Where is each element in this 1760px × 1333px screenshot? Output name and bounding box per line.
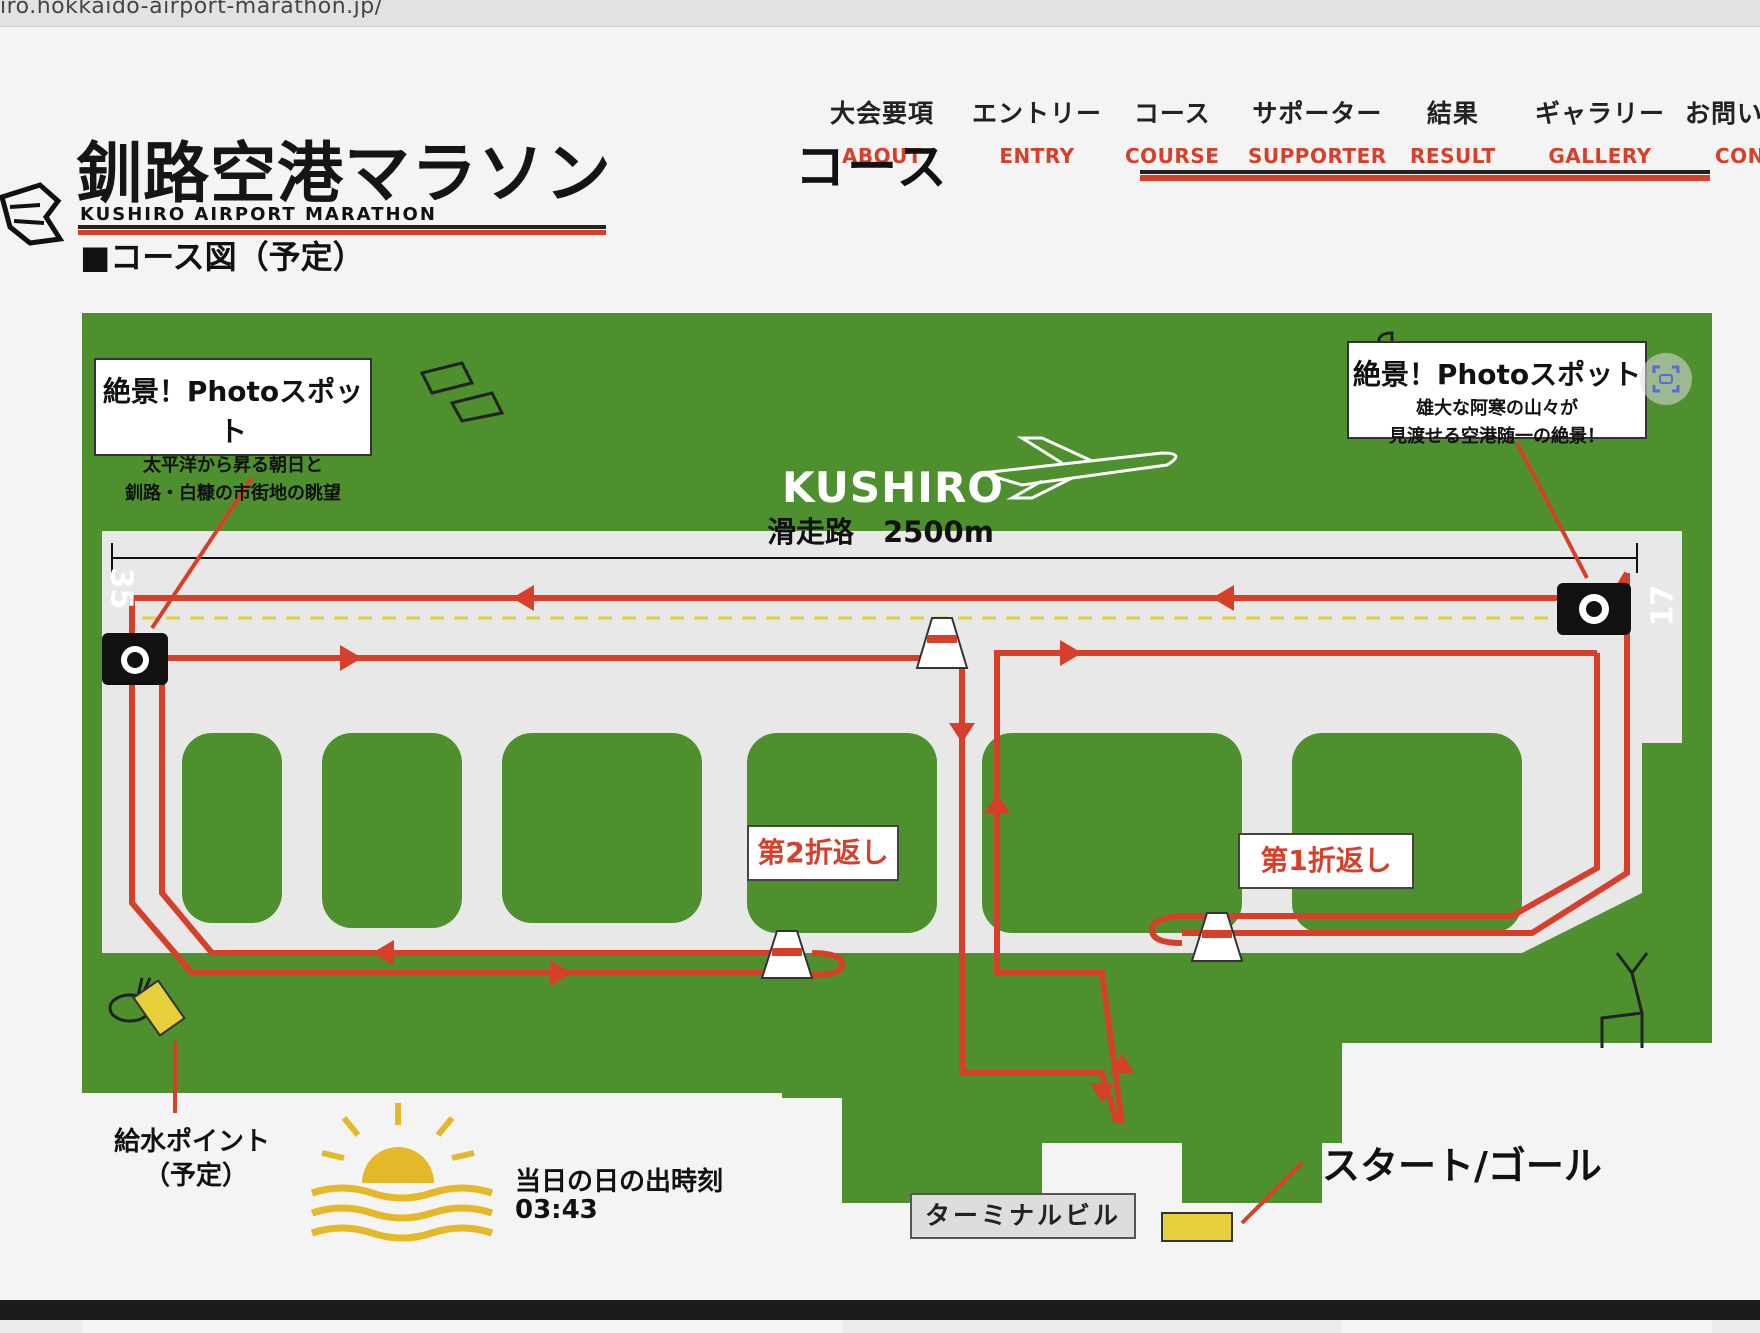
nav-label-en: SUPPORTER	[1248, 144, 1387, 168]
arrow-left	[372, 940, 394, 966]
start-goal-marker	[1161, 1212, 1233, 1242]
photo-spot-line: 釧路・白糠の市街地の眺望	[125, 483, 341, 504]
turnaround-1-label: 第1折返し	[1238, 833, 1414, 889]
cone-icon	[760, 930, 814, 979]
nav-underline-red	[1140, 175, 1710, 181]
grass-island	[182, 733, 282, 923]
nav-label-jp: お問い	[1685, 99, 1760, 128]
turnaround-2-label: 第2折返し	[747, 825, 899, 881]
nav-item-course[interactable]: コース COURSE	[1125, 94, 1219, 168]
nav-item-contact[interactable]: お問い CON	[1685, 94, 1760, 168]
photo-spot-line: 見渡せる空港随一の絶景！	[1389, 426, 1605, 447]
capture-icon	[1652, 365, 1680, 393]
url-text: iro.hokkaido-airport-marathon.jp/	[0, 0, 383, 19]
sunrise-icon	[310, 1103, 494, 1242]
airplane-icon	[981, 436, 1178, 500]
nav-underline	[1140, 170, 1710, 174]
water-point-label: 給水ポイント	[114, 1127, 271, 1157]
route-arrows	[340, 585, 1234, 1103]
sunrise-label: 当日の日の出時刻	[515, 1167, 724, 1197]
runway-end-35: 35	[103, 567, 139, 610]
kushiro-label: KUSHIRO	[782, 463, 1004, 512]
taskbar	[0, 1300, 1760, 1320]
nav-label-jp: 結果	[1426, 99, 1479, 128]
start-goal-label: スタート/ゴール	[1322, 1144, 1602, 1188]
main-nav: 大会要項 ABOUT エントリー ENTRY コース COURSE サポーター …	[800, 82, 1760, 182]
camera-icon	[1557, 583, 1631, 635]
nav-item-supporter[interactable]: サポーター SUPPORTER	[1248, 94, 1387, 168]
water-point-marker	[132, 979, 186, 1037]
deer-icon	[1600, 952, 1649, 1048]
photo-spot-title: 絶景！Photoスポット	[102, 375, 364, 448]
logo-underline-red	[78, 230, 606, 235]
grass-island	[502, 733, 702, 923]
page-title: コース	[795, 138, 949, 196]
arrow-up	[984, 793, 1010, 813]
arrow-left	[512, 585, 534, 611]
grass-island	[322, 733, 462, 928]
arrow-right	[340, 645, 362, 671]
fox-icon	[419, 361, 505, 423]
browser-url-bar[interactable]: iro.hokkaido-airport-marathon.jp/	[0, 0, 1760, 27]
arrow-right	[550, 960, 572, 986]
site-header: 釧路空港マラソン KUSHIRO AIRPORT MARATHON 大会要項 A…	[0, 27, 1760, 246]
arrow-right	[1060, 640, 1082, 666]
nav-label-en: CON	[1715, 144, 1760, 168]
photo-spot-callout-left: 絶景！Photoスポット 太平洋から昇る朝日と 釧路・白糠の市街地の眺望	[94, 358, 372, 504]
cone-icon	[1190, 912, 1244, 962]
runway-label: 滑走路 2500m	[767, 515, 994, 549]
nav-label-en: COURSE	[1125, 144, 1220, 168]
nav-label-jp: 大会要項	[830, 99, 935, 128]
photo-spot-title: 絶景！Photoスポット	[1352, 358, 1642, 391]
sunrise-time: 03:43	[515, 1195, 598, 1225]
cone-icon	[915, 617, 969, 669]
photo-spot-callout-right: 絶景！Photoスポット 雄大な阿寒の山々が 見渡せる空港随一の絶景！	[1347, 341, 1647, 447]
nav-item-gallery[interactable]: ギャラリー GALLERY	[1535, 94, 1665, 168]
arrow-left	[1212, 585, 1234, 611]
arrow-up	[1110, 1053, 1134, 1073]
nav-label-en: GALLERY	[1548, 144, 1652, 168]
photo-spot-line: 雄大な阿寒の山々が	[1416, 398, 1578, 419]
section-heading: ■コース図（予定）	[80, 238, 365, 276]
crane-logo-icon	[0, 182, 65, 246]
arrow-down	[949, 723, 975, 743]
grass-island	[982, 733, 1242, 933]
page: 釧路空港マラソン KUSHIRO AIRPORT MARATHON 大会要項 A…	[0, 27, 1760, 1333]
logo-title: 釧路空港マラソン	[76, 135, 612, 212]
water-point-note: （予定）	[144, 1161, 249, 1191]
nav-label-en: ABOUT	[841, 144, 923, 168]
photo-spot-line: 太平洋から昇る朝日と	[143, 455, 323, 476]
arrow-down	[1090, 1083, 1114, 1103]
nav-label-en: RESULT	[1410, 144, 1496, 168]
camera-icon	[102, 633, 168, 685]
nav-label-jp: エントリー	[972, 99, 1103, 128]
nav-label-en: ENTRY	[999, 144, 1075, 168]
nav-item-result[interactable]: 結果 RESULT	[1410, 94, 1496, 168]
logo-subtitle: KUSHIRO AIRPORT MARATHON	[80, 204, 437, 225]
runway-end-17: 17	[1645, 584, 1681, 627]
logo-underline	[78, 225, 606, 229]
course-map: KUSHIRO 滑走路 2500m 35 17 絶景！Photoスポット 太平洋…	[82, 313, 1712, 1333]
nav-label-jp: コース	[1133, 99, 1211, 128]
course-map-graphic	[82, 313, 1712, 1333]
terminal-building-label: ターミナルビル	[910, 1193, 1136, 1239]
nav-item-entry[interactable]: エントリー ENTRY	[972, 94, 1102, 168]
nav-label-jp: サポーター	[1252, 99, 1383, 128]
nav-item-about[interactable]: 大会要項 ABOUT	[830, 94, 934, 168]
nav-label-jp: ギャラリー	[1535, 99, 1666, 128]
site-logo[interactable]: 釧路空港マラソン KUSHIRO AIRPORT MARATHON	[0, 82, 611, 246]
screenshot-button[interactable]	[1640, 353, 1692, 405]
